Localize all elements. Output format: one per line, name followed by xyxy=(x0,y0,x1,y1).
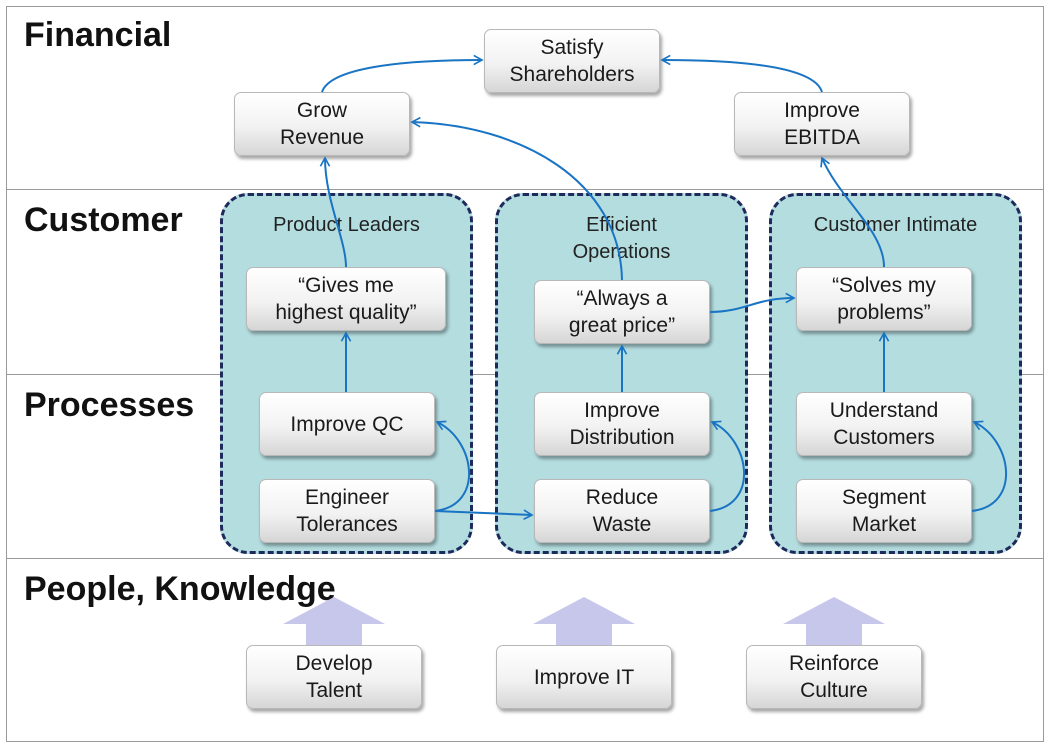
group-title-product-leaders: Product Leaders xyxy=(273,214,420,236)
node-segment-market[interactable]: Segment Market xyxy=(796,479,972,543)
node-satisfy-shareholders[interactable]: Satisfy Shareholders xyxy=(484,29,660,93)
node-grow-revenue[interactable]: Grow Revenue xyxy=(234,92,410,156)
connector-price-to-problems xyxy=(709,292,796,313)
node-improve-distribution[interactable]: Improve Distribution xyxy=(534,392,710,456)
connector-segment-to-understand xyxy=(971,420,1008,512)
group-title-customer-intimate: Customer Intimate xyxy=(813,214,978,236)
node-reinforce-culture[interactable]: Reinforce Culture xyxy=(746,645,922,709)
lane-label-customer: Customer xyxy=(24,201,183,239)
node-reduce-waste[interactable]: Reduce Waste xyxy=(534,479,710,543)
lane-label-financial: Financial xyxy=(24,16,172,54)
group-title-efficient-operations: Efficient Operations xyxy=(572,214,671,263)
lane-divider-people xyxy=(6,558,1044,559)
node-always-great-price[interactable]: “Always a great price” xyxy=(534,280,710,344)
connector-tolerances-to-reduce-waste xyxy=(434,509,534,520)
connector-ebitda-to-shareholders xyxy=(660,54,823,93)
node-improve-ebitda[interactable]: Improve EBITDA xyxy=(734,92,910,156)
connector-grow-revenue-to-shareholders xyxy=(321,54,484,93)
lane-label-people: People, Knowledge xyxy=(24,570,336,608)
support-arrow-improve-it xyxy=(533,597,635,650)
node-solves-my-problems[interactable]: “Solves my problems” xyxy=(796,267,972,331)
connector-waste-to-distribution xyxy=(709,420,746,512)
connector-quality-to-grow-revenue xyxy=(319,156,347,268)
node-improve-qc[interactable]: Improve QC xyxy=(259,392,435,456)
node-improve-it[interactable]: Improve IT xyxy=(496,645,672,709)
node-engineer-tolerances[interactable]: Engineer Tolerances xyxy=(259,479,435,543)
node-develop-talent[interactable]: Develop Talent xyxy=(246,645,422,709)
lane-divider-customer xyxy=(6,189,1044,190)
support-arrow-develop-talent xyxy=(283,597,385,650)
node-gives-highest-quality[interactable]: “Gives me highest quality” xyxy=(246,267,446,331)
node-understand-customers[interactable]: Understand Customers xyxy=(796,392,972,456)
connector-problems-to-ebitda xyxy=(820,156,885,268)
connector-price-to-grow-revenue xyxy=(410,116,623,281)
support-arrow-reinforce-culture xyxy=(783,597,885,650)
lane-label-processes: Processes xyxy=(24,386,195,424)
connector-tolerances-to-improve-qc xyxy=(434,420,471,512)
